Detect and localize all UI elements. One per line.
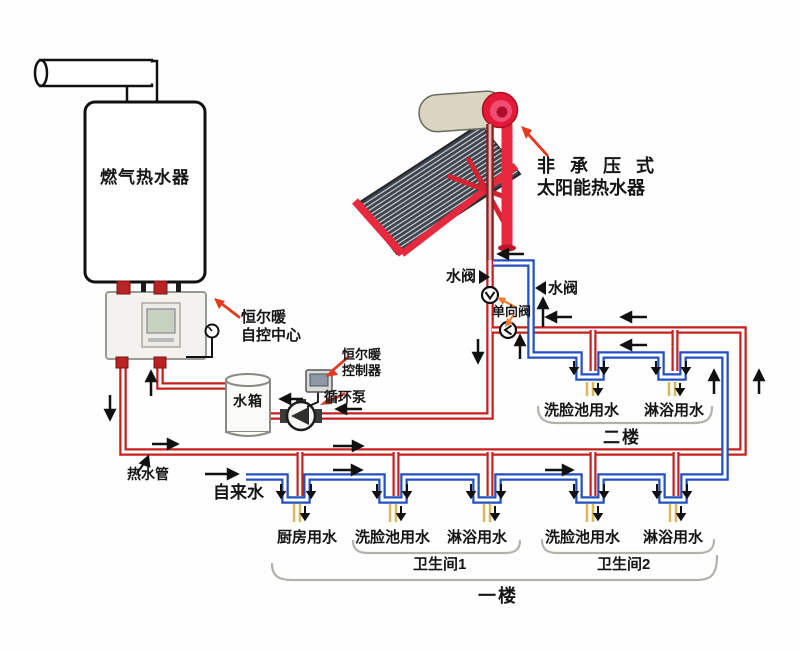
valve-v-icon xyxy=(484,291,496,301)
fixture-label-f1-basin2: 洗脸池用水 xyxy=(545,529,621,546)
valve-check-icon xyxy=(503,324,513,336)
check-valve xyxy=(498,320,518,340)
pipes-cold xyxy=(246,259,729,504)
fixture-label-f1-basin1: 洗脸池用水 xyxy=(355,529,431,546)
bathroom2-label: 卫生间2 xyxy=(597,556,651,573)
flow-arrows xyxy=(103,247,766,481)
solar-heater-label-line2: 太阳能热水器 xyxy=(537,177,645,198)
tap-water-label: 自来水 xyxy=(213,483,264,502)
solar-frame xyxy=(352,124,519,257)
annotation-arrows-orange xyxy=(497,297,517,327)
fixture-label-f1-kitchen: 厨房用水 xyxy=(277,529,338,546)
solar-heater-label: 非 承 压 式 太阳能热水器 xyxy=(537,156,659,200)
pump-controller-label: 恒尔暖 控制器 xyxy=(342,347,382,378)
check-valve-label: 单向阀 xyxy=(492,304,532,319)
valve-pointer-icons xyxy=(479,270,546,295)
water-tank-label: 水箱 xyxy=(233,393,263,409)
control-center-box xyxy=(105,291,220,360)
group-brackets xyxy=(270,405,719,582)
pump-label: 循环泵 xyxy=(324,389,366,405)
pump-rotor-icon xyxy=(291,407,309,425)
fixture-label-f2-basin: 洗脸池用水 xyxy=(544,402,620,419)
fixture-label-f2-shower: 淋浴用水 xyxy=(644,402,705,419)
water-tank xyxy=(225,373,271,437)
water-valve xyxy=(480,285,500,305)
floor1-label: 一楼 xyxy=(478,586,518,606)
solar-heater xyxy=(352,90,522,257)
display-screen-icon xyxy=(146,308,176,334)
solar-heater-label-line1: 非 承 压 式 xyxy=(537,156,660,176)
fixture-label-f1-shower2: 淋浴用水 xyxy=(643,529,704,546)
pump-controller xyxy=(305,369,333,408)
water-valve-right-label: 水阀 xyxy=(548,280,579,297)
fixture-label-f1-shower1: 淋浴用水 xyxy=(447,529,508,546)
floor2-label: 二楼 xyxy=(603,428,641,447)
fixture-arrows xyxy=(275,361,693,522)
annotation-arrows-red xyxy=(214,126,549,405)
control-center-label: 恒尔暖 自控中心 xyxy=(241,309,302,345)
water-valve-left-label: 水阀 xyxy=(446,268,477,285)
chimney-cap-icon xyxy=(33,58,49,88)
gas-heater xyxy=(33,58,207,284)
circulation-pump xyxy=(280,399,322,432)
gauge-wire xyxy=(186,337,213,358)
gas-heater-label: 燃气热水器 xyxy=(100,168,190,187)
pipes-hot xyxy=(119,260,747,496)
pipe-fittings xyxy=(115,280,181,369)
bathroom1-label: 卫生间1 xyxy=(413,556,467,573)
hot-water-pipe-label: 热水管 xyxy=(127,466,169,482)
